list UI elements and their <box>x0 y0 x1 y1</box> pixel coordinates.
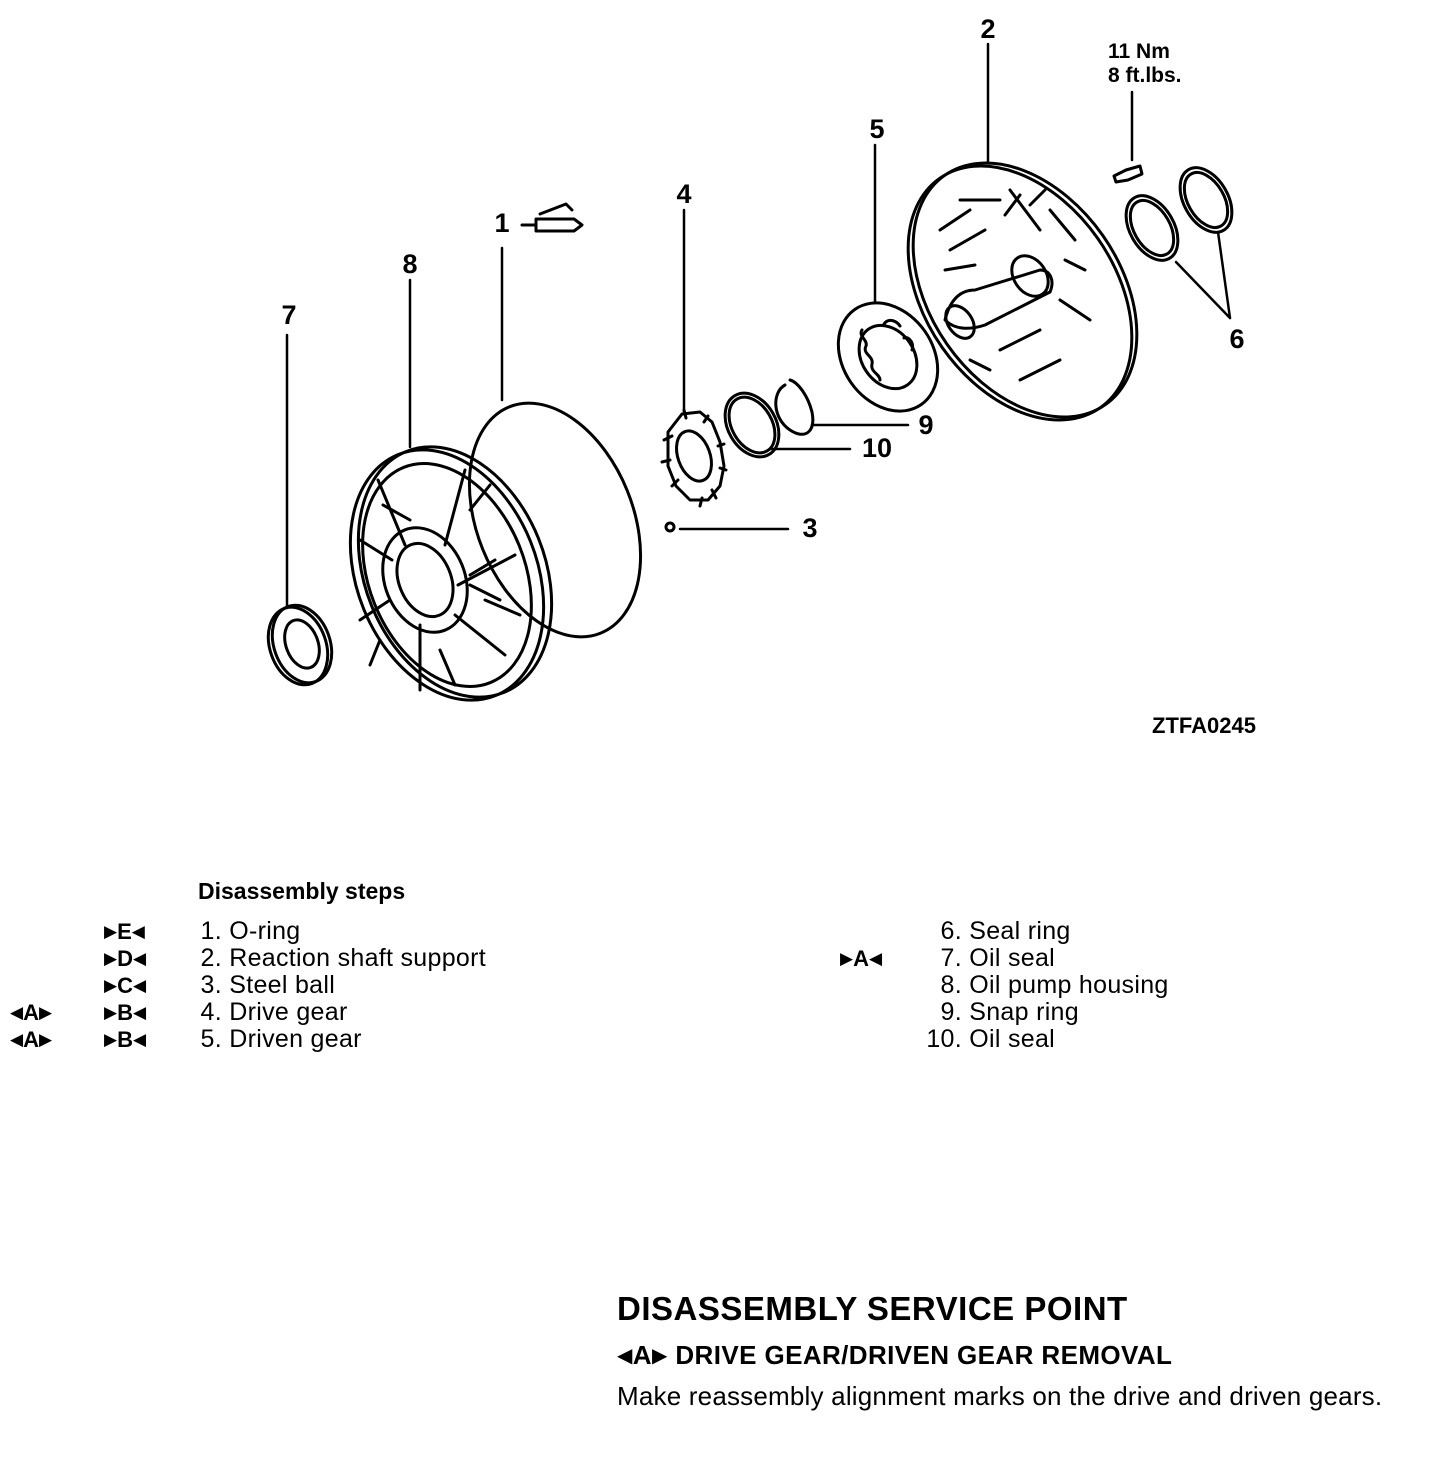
callout-9: 9 <box>918 410 933 440</box>
step-item: 8. Oil pump housing <box>940 971 1169 999</box>
callout-4: 4 <box>676 179 691 209</box>
callout-2: 2 <box>980 14 995 44</box>
service-point-title: DISASSEMBLY SERVICE POINT <box>617 1290 1128 1327</box>
leader-lines <box>285 42 1232 608</box>
service-point-text: Make reassembly alignment marks on the d… <box>617 1381 1383 1411</box>
callout-6: 6 <box>1229 324 1244 354</box>
step-item: 7. Oil seal <box>940 944 1056 972</box>
step-item: 10. Oil seal <box>926 1025 1056 1053</box>
callout-1: 1 <box>494 208 509 238</box>
reassembly-mark-step-4: ▶B◀ <box>104 1000 147 1025</box>
reassembly-mark-step-3: ▶C◀ <box>104 973 147 998</box>
callout-10: 10 <box>862 433 892 463</box>
snap-ring-part-9 <box>774 378 815 436</box>
callout-3: 3 <box>802 513 817 543</box>
service-point-subtitle: ◀A▶ DRIVE GEAR/DRIVEN GEAR REMOVAL <box>617 1340 1173 1370</box>
steel-ball-part-3 <box>664 521 676 533</box>
oil-seal-part-10 <box>723 391 781 459</box>
oil-seal-part-7 <box>266 603 334 687</box>
reassembly-mark-step-7: ▶A◀ <box>840 946 883 971</box>
oil-pump-housing-part-8 <box>348 445 554 702</box>
step-item: 6. Seal ring <box>940 917 1071 945</box>
step-item: 3. Steel ball <box>200 971 336 999</box>
callout-7: 7 <box>281 300 296 330</box>
step-item: 1. O-ring <box>200 917 301 945</box>
reassembly-mark-step-5: ▶B◀ <box>104 1027 147 1052</box>
torque-ftlbs: 8 ft.lbs. <box>1108 64 1182 87</box>
disassembly-mark-step-5: ◀A▶ <box>10 1027 53 1052</box>
step-item: 5. Driven gear <box>200 1025 362 1053</box>
step-item: 4. Drive gear <box>200 998 348 1026</box>
torque-nm: 11 Nm <box>1108 40 1170 63</box>
reaction-shaft-support-part-2 <box>906 161 1139 422</box>
drive-gear-part-4 <box>660 408 728 508</box>
reassembly-mark-step-1: ▶E◀ <box>104 919 145 944</box>
driven-gear-part-5 <box>836 301 940 413</box>
reassembly-mark-step-2: ▶D◀ <box>104 946 147 971</box>
step-item: 2. Reaction shaft support <box>200 944 486 972</box>
grease-applicator-icon <box>520 202 584 233</box>
seal-rings-part-6 <box>1124 166 1234 262</box>
step-item: 9. Snap ring <box>940 998 1079 1026</box>
callout-8: 8 <box>402 249 417 279</box>
exploded-view-diagram: 1 2 3 4 5 6 7 8 9 10 11 Nm 8 ft.lbs. ZTF… <box>266 14 1256 738</box>
o-ring-part-1 <box>467 401 643 639</box>
disassembly-mark-step-4: ◀A▶ <box>10 1000 53 1025</box>
disassembly-steps-title: Disassembly steps <box>198 878 406 904</box>
callout-5: 5 <box>869 114 884 144</box>
figure-id: ZTFA0245 <box>1152 713 1256 738</box>
bolt <box>1112 164 1144 184</box>
